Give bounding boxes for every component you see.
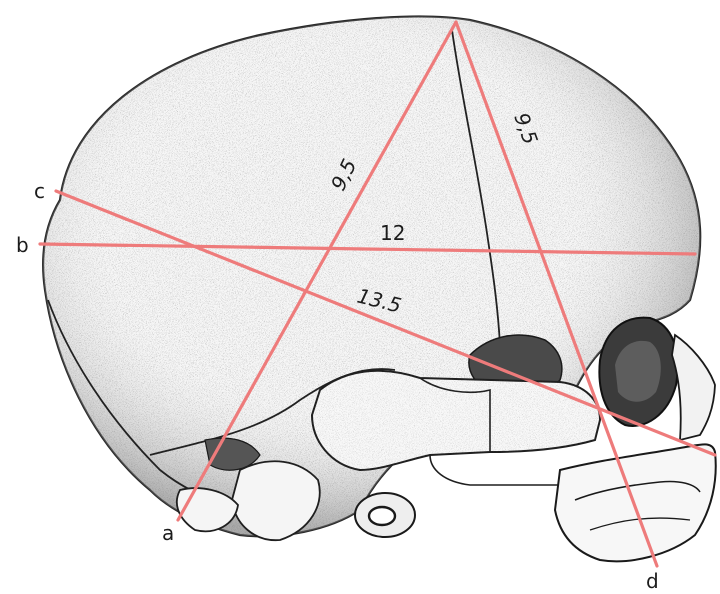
point-label-b: b [16, 233, 29, 257]
point-label-d: d [646, 569, 659, 593]
zygomatic-arch [312, 371, 600, 485]
jaw [555, 444, 716, 561]
point-label-a: a [162, 521, 174, 545]
measure-b-line: 12 [380, 221, 405, 245]
nasal-bones [672, 335, 715, 440]
ear-canal [355, 493, 415, 537]
orbit [599, 318, 677, 426]
point-label-c: c [34, 179, 45, 203]
